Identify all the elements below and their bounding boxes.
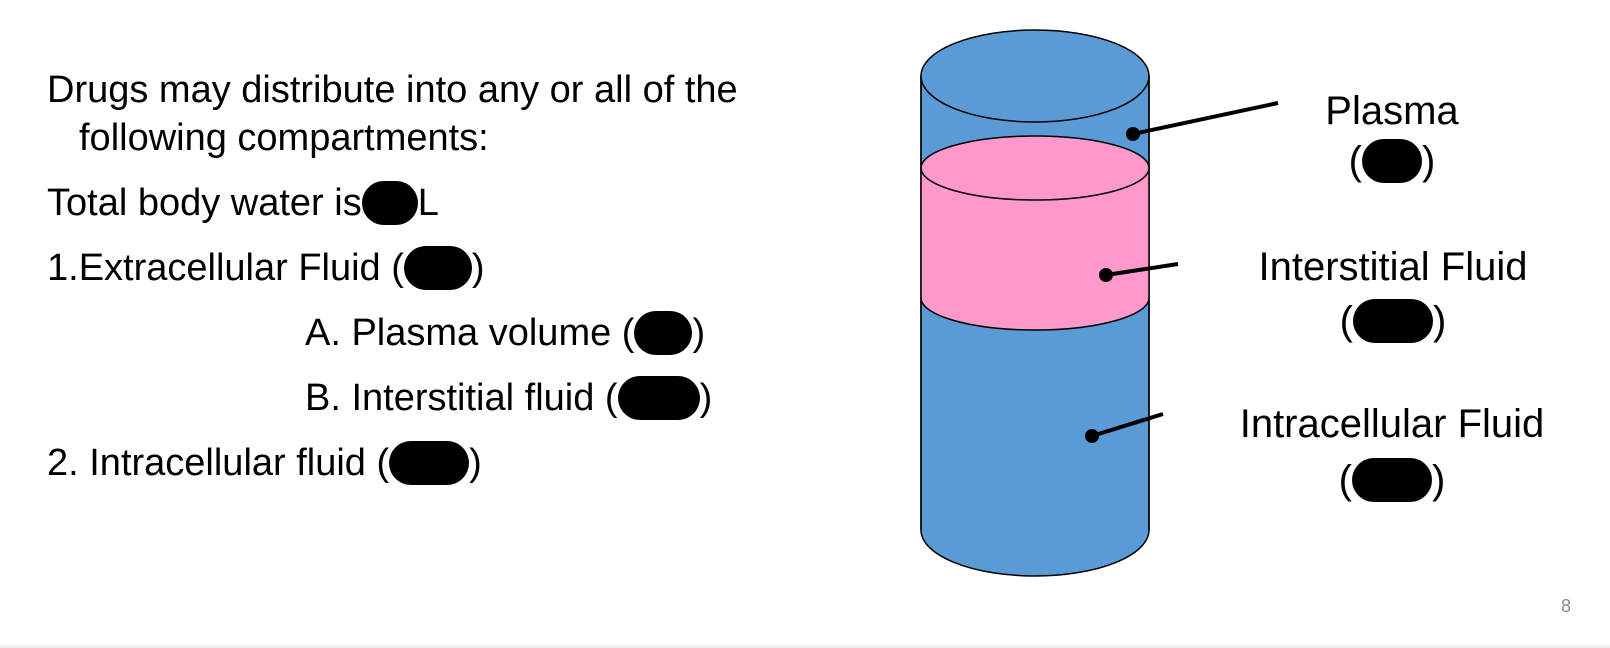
page-number: 8 — [1561, 596, 1572, 616]
plasma-volume-line: A. Plasma volume () — [305, 310, 706, 357]
plasma-volume-label: A. Plasma volume ( — [305, 312, 635, 354]
redaction-interstitial-fluid — [617, 375, 700, 420]
redaction-ecf — [403, 245, 472, 290]
ecf-line: 1.Extracellular Fluid () — [47, 245, 485, 292]
ecf-close-paren: ) — [471, 247, 485, 289]
interstitial-band-top — [920, 135, 1150, 201]
intracellular-leader-line — [1091, 412, 1164, 438]
intracellular-open-paren: ( — [1338, 458, 1352, 502]
bottom-divider — [0, 645, 1610, 648]
icf-close-paren: ) — [469, 442, 482, 484]
intro-line-1: Drugs may distribute into any or all of … — [47, 69, 738, 111]
interstitial-close-paren: ) — [1433, 299, 1447, 343]
interstitial-fluid-line: B. Interstitial fluid () — [305, 375, 713, 422]
plasma-label: Plasma — [1325, 89, 1459, 133]
interstitial-band-lower-edge — [920, 297, 1150, 331]
plasma-leader-line — [1132, 101, 1279, 136]
interstitial-band — [921, 168, 1149, 330]
redaction-icf — [389, 440, 470, 485]
plasma-open-paren: ( — [1348, 139, 1362, 183]
redaction-interstitial-diagram — [1353, 299, 1433, 344]
interstitial-value-line: () — [1243, 298, 1543, 345]
intracellular-leader-dot — [1085, 429, 1099, 443]
interstitial-fluid-diagram-label: Interstitial Fluid — [1258, 245, 1528, 289]
icf-label: 2. Intracellular fluid ( — [47, 442, 390, 484]
cylinder-top — [920, 29, 1150, 123]
redaction-plasma — [1362, 139, 1422, 184]
plasma-close-paren: ) — [1422, 139, 1436, 183]
plasma-leader-dot — [1126, 127, 1140, 141]
redaction-total-water — [361, 180, 418, 225]
ecf-label: 1.Extracellular Fluid ( — [47, 247, 404, 289]
redaction-intracellular-diagram — [1352, 458, 1432, 503]
plasma-volume-close-paren: ) — [692, 312, 706, 354]
interstitial-leader-line — [1105, 262, 1179, 277]
interstitial-fluid-label: B. Interstitial fluid ( — [305, 377, 618, 419]
total-body-water-unit: L — [417, 182, 439, 224]
interstitial-open-paren: ( — [1339, 299, 1353, 343]
interstitial-leader-dot — [1099, 268, 1113, 282]
intro-line-2: following compartments: — [79, 117, 489, 159]
intracellular-fluid-diagram-label: Intracellular Fluid — [1239, 402, 1545, 446]
interstitial-fluid-close-paren: ) — [699, 377, 713, 419]
redaction-plasma-volume — [634, 310, 693, 355]
icf-line: 2. Intracellular fluid () — [47, 440, 482, 487]
total-body-water-label: Total body water is — [47, 182, 362, 224]
plasma-value-line: () — [1292, 138, 1492, 185]
intracellular-close-paren: ) — [1432, 458, 1446, 502]
total-body-water-line: Total body water is L — [47, 180, 439, 227]
intracellular-value-line: () — [1232, 457, 1552, 504]
